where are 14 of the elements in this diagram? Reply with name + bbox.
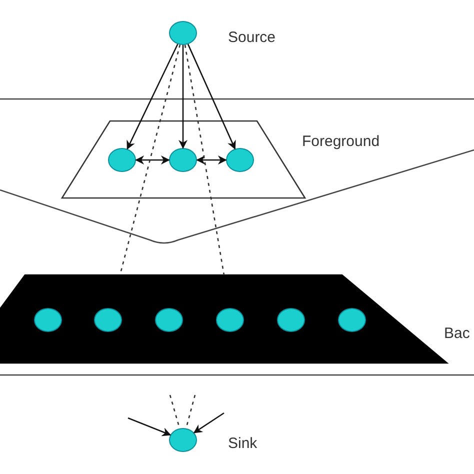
- layer-label: Foreground: [302, 134, 380, 149]
- arrow: [128, 417, 172, 436]
- layer-label: Sink: [228, 436, 258, 451]
- arrow: [196, 156, 227, 164]
- layer-label: Source: [228, 30, 276, 45]
- dashed-line: [184, 44, 225, 276]
- arrow: [193, 412, 224, 434]
- arrow: [178, 45, 188, 149]
- arrow: [187, 44, 236, 150]
- layer-label: Bac: [444, 326, 470, 341]
- node-circle: [169, 21, 197, 45]
- node-circle: [169, 428, 197, 452]
- arrow: [135, 156, 170, 164]
- arrow: [126, 44, 178, 150]
